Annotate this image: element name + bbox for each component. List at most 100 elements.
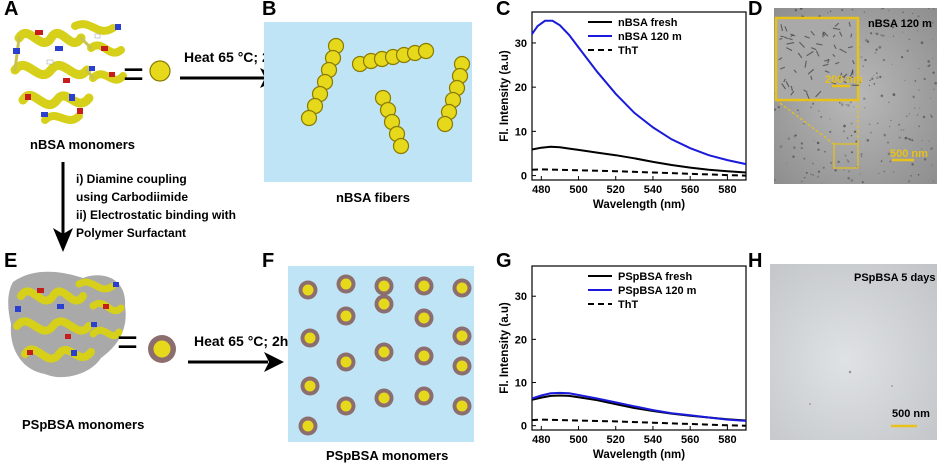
coated-monomer-core xyxy=(378,298,390,310)
tem-fibril xyxy=(811,47,817,51)
tem-speck xyxy=(844,154,847,157)
pspbsa-monomers-box xyxy=(288,266,474,442)
tem-speck xyxy=(921,148,923,150)
tem-inset-frame xyxy=(774,16,860,102)
tem-fibril xyxy=(806,92,810,100)
tem-speck xyxy=(866,40,870,43)
tem-speck xyxy=(932,38,934,40)
tem-speck xyxy=(868,85,871,87)
tem-speck xyxy=(931,57,934,59)
tem-speck xyxy=(900,129,902,131)
tem-speck xyxy=(850,179,854,182)
tem-speck xyxy=(862,65,864,67)
tem-speck xyxy=(905,115,908,118)
tem-fibril xyxy=(824,59,829,62)
coated-bead-icon xyxy=(148,335,176,363)
nbsa-protein-structure xyxy=(10,20,127,124)
y-tick-label: 30 xyxy=(515,291,527,303)
tem-speck xyxy=(873,82,876,85)
tem-speck xyxy=(779,145,783,148)
tem-speck xyxy=(918,67,920,70)
x-axis-label: Wavelength (nm) xyxy=(593,199,685,211)
tem-fibril xyxy=(804,60,807,68)
tem-speck xyxy=(902,11,904,14)
y-axis-label: Fl. Intensity (a.u) xyxy=(499,50,511,142)
tem-speck xyxy=(888,9,890,12)
tem-speck xyxy=(918,89,920,91)
panel-label-b: B xyxy=(262,0,277,20)
y-tick-label: 0 xyxy=(521,171,527,183)
tem-speck xyxy=(875,32,879,36)
tem-speck xyxy=(907,180,911,183)
tem-fibril xyxy=(785,81,790,88)
tem-speck xyxy=(803,176,806,179)
tem-fibril xyxy=(797,52,803,59)
heat-label-top: Heat 65 °C; 2h xyxy=(184,49,279,65)
panel-label-d: D xyxy=(748,0,763,20)
tem-speck xyxy=(892,93,896,96)
coated-monomer-core xyxy=(304,332,316,344)
tem-speck xyxy=(913,107,916,109)
legend-entry: ThT xyxy=(618,45,638,57)
y-tick-label: 10 xyxy=(515,378,527,390)
nbsa-fibers-box xyxy=(264,22,472,182)
tem-fibril xyxy=(823,31,829,37)
tem-fibril xyxy=(839,31,843,37)
coated-monomer-core xyxy=(378,280,390,292)
coated-monomer-core xyxy=(302,420,314,432)
step-diamine-coupling: i) Diamine coupling using Carbodiimide i… xyxy=(76,172,237,240)
tem-speck xyxy=(898,136,901,139)
fiber-chains xyxy=(300,37,471,155)
tem-label-d: nBSA 120 m xyxy=(868,18,932,30)
tem-speck xyxy=(891,25,895,29)
tem-speck xyxy=(829,10,832,12)
tem-speck xyxy=(837,160,840,164)
plot-frame xyxy=(531,265,747,431)
tem-speck xyxy=(875,48,878,51)
panel-label-g: G xyxy=(496,250,512,272)
y-tick-label: 0 xyxy=(521,421,527,433)
tem-speck xyxy=(932,71,935,74)
equals-sign-bottom: = xyxy=(117,321,139,362)
tem-speck xyxy=(888,101,890,103)
coated-monomer-core xyxy=(340,400,352,412)
tem-speck xyxy=(818,110,820,112)
series-line xyxy=(531,19,747,166)
tem-speck xyxy=(864,58,867,62)
tem-speck xyxy=(880,161,882,163)
tem-speck xyxy=(846,137,849,139)
tem-speck xyxy=(810,173,812,176)
tem-speck xyxy=(792,155,795,158)
caption-pspbsa-monomers-box: PSpBSA monomers xyxy=(326,448,449,463)
panel-label-f: F xyxy=(262,250,275,272)
tem-speck xyxy=(859,173,861,175)
tem-speck xyxy=(933,88,935,90)
tem-fibril xyxy=(790,85,793,92)
coated-monomer-core xyxy=(456,330,468,342)
tem-speck xyxy=(917,30,919,32)
tem-speck xyxy=(834,169,837,172)
tem-fibril xyxy=(816,43,823,46)
tem-speck xyxy=(868,123,871,126)
panel-label-a: A xyxy=(4,0,19,20)
tem-speck xyxy=(860,152,863,156)
tem-fibril xyxy=(788,37,793,41)
tem-speck xyxy=(874,32,876,34)
tem-speck xyxy=(861,181,864,184)
scale-label-h: 500 nm xyxy=(892,408,930,420)
tem-speck xyxy=(930,147,933,150)
tem-fibril xyxy=(843,73,848,77)
tem-fibril xyxy=(783,36,788,40)
y-tick-label: 30 xyxy=(515,38,527,50)
tem-speck xyxy=(860,56,863,58)
tem-speck xyxy=(787,137,790,140)
tem-speck xyxy=(850,122,853,125)
tem-speck xyxy=(800,142,804,145)
tem-speck xyxy=(878,45,882,49)
tem-image-nbsa xyxy=(774,8,937,184)
tem-speck xyxy=(800,147,803,150)
tem-fibril xyxy=(846,76,854,80)
tem-fibril xyxy=(847,46,854,49)
tem-speck xyxy=(812,174,814,176)
